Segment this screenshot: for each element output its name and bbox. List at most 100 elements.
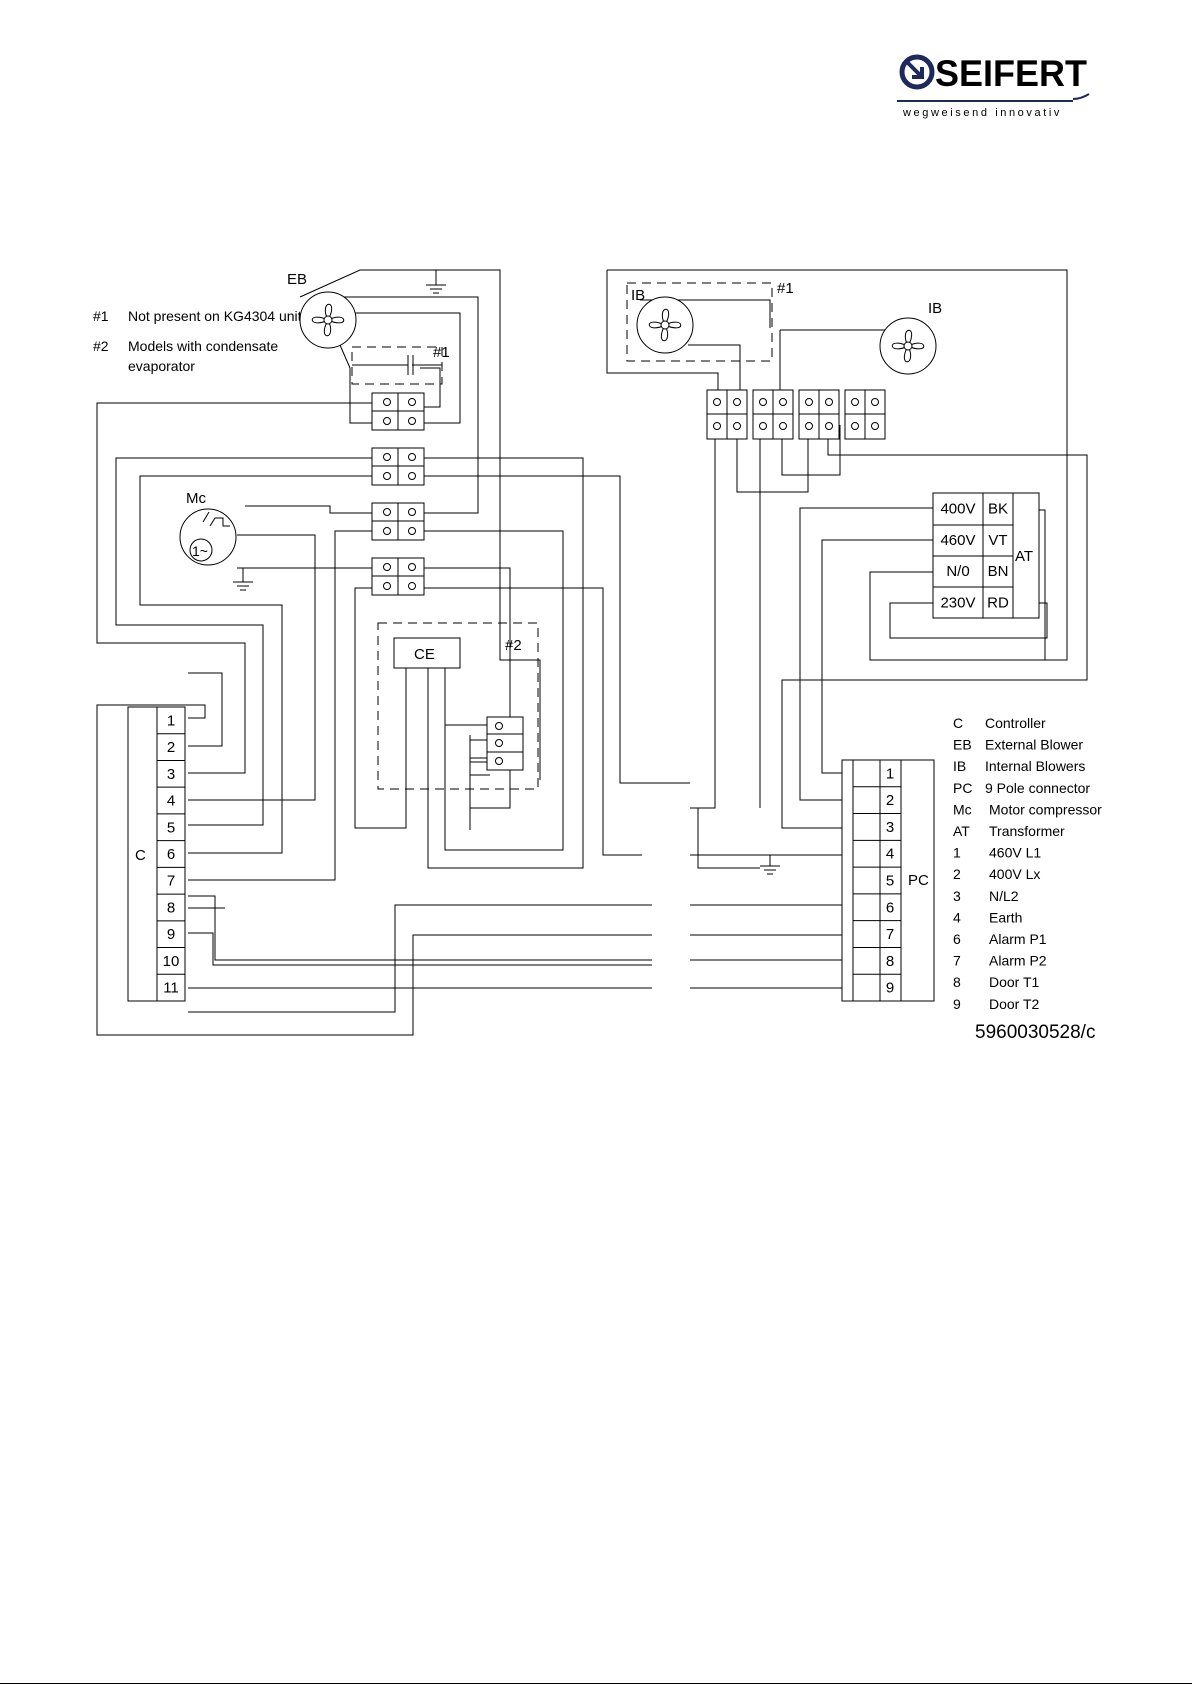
legend-label: N/L2: [989, 888, 1019, 904]
legend-label: Motor compressor: [989, 801, 1102, 817]
legend-key: 3: [953, 888, 961, 904]
pc-terminal-1: 1: [886, 765, 894, 782]
logo-brand: SEIFERT: [935, 53, 1087, 94]
legend-label: Earth: [989, 909, 1022, 925]
pc-terminal-8: 8: [886, 953, 894, 970]
internal-blower-right: IB: [879, 300, 942, 375]
legend-key: Mc: [953, 801, 972, 817]
legend-item: 1 460V L1: [953, 845, 1041, 861]
logo-emblem-icon: [899, 54, 935, 90]
note-2-text: Models with condensate: [128, 338, 278, 354]
legend-label: Alarm P1: [989, 931, 1047, 947]
terminal-block: [706, 389, 748, 440]
legend-item: Mc Motor compressor: [953, 801, 1102, 817]
wires-left: [96, 269, 652, 1036]
legend-key: 7: [953, 953, 961, 969]
legend-item: AT Transformer: [953, 823, 1065, 839]
terminal-block: [371, 557, 425, 596]
ib-right-label: IB: [928, 300, 942, 317]
legend-item: 3 N/L2: [953, 888, 1019, 904]
fan-icon: [891, 329, 925, 363]
note-1-marker: #1: [93, 308, 109, 324]
controller-label: C: [135, 847, 146, 864]
legend-key: C: [953, 715, 963, 731]
notes: #1 Not present on KG4304 unit #2 Models …: [93, 308, 302, 374]
legend-item: 7 Alarm P2: [953, 953, 1047, 969]
condensate-evaporator-group: #2 CE: [377, 622, 539, 790]
controller-terminal-9: 9: [167, 926, 175, 943]
transformer-tap-color: VT: [988, 532, 1007, 549]
footer-rule: [0, 1683, 1192, 1684]
legend-item: 4 Earth: [953, 909, 1022, 925]
controller-terminal-10: 10: [163, 953, 180, 970]
transformer-tap-color: RD: [987, 594, 1009, 611]
legend-label: Transformer: [989, 823, 1065, 839]
terminal-block: [371, 502, 425, 541]
terminal-block: [486, 716, 524, 771]
legend-item: 9 Door T2: [953, 996, 1040, 1012]
terminal-block: [371, 447, 425, 486]
legend-key: EB: [953, 737, 972, 753]
legend-item: EB External Blower: [953, 737, 1083, 753]
pc-terminal-2: 2: [886, 792, 894, 809]
transformer-tap-voltage: 460V: [940, 532, 975, 549]
legend-label: Alarm P2: [989, 953, 1047, 969]
legend-key: 9: [953, 996, 961, 1012]
legend-label: Door T1: [989, 974, 1040, 990]
controller-terminal-5: 5: [167, 819, 175, 836]
legend-label: 460V L1: [989, 845, 1041, 861]
earth-symbol-icon: [233, 580, 253, 591]
marker-1-label: #1: [433, 344, 450, 361]
pc-terminal-7: 7: [886, 926, 894, 943]
earth-symbol-icon: [426, 283, 446, 294]
terminal-block: [798, 389, 840, 440]
legend-item: 8 Door T1: [953, 974, 1040, 990]
mc-symbol: 1~: [192, 543, 208, 559]
legend-key: 4: [953, 909, 961, 925]
legend-key: 2: [953, 866, 961, 882]
legend-key: 8: [953, 974, 961, 990]
seifert-logo: SEIFERT wegweisend innovativ: [895, 50, 1115, 122]
internal-blower-left-group: IB #1: [626, 280, 794, 362]
thermal-protector-icon: [202, 511, 230, 527]
transformer-tap-color: BN: [988, 563, 1009, 580]
transformer-tap-voltage: N/0: [946, 563, 969, 580]
controller-terminal-6: 6: [167, 846, 175, 863]
legend-key: AT: [953, 823, 970, 839]
transformer-label: AT: [1015, 548, 1033, 565]
note-1-text: Not present on KG4304 unit: [128, 308, 302, 324]
legend-label: External Blower: [985, 737, 1083, 753]
capacitor-group: #1: [351, 344, 450, 385]
logo-tagline: wegweisend innovativ: [902, 107, 1062, 119]
mc-label: Mc: [186, 490, 206, 507]
ce-label: CE: [414, 646, 435, 663]
transformer-tap-voltage: 230V: [940, 594, 975, 611]
legend-key: 1: [953, 845, 961, 861]
legend-key: PC: [953, 780, 972, 796]
pc-terminal-5: 5: [886, 873, 894, 890]
external-blower: EB: [287, 271, 357, 349]
legend-label: Internal Blowers: [985, 758, 1085, 774]
legend-label: Door T2: [989, 996, 1040, 1012]
terminal-block: [752, 389, 794, 440]
document-number: 5960030528/c: [975, 1022, 1095, 1043]
controller-terminal-2: 2: [167, 739, 175, 756]
note-2-text-continued: evaporator: [128, 358, 195, 374]
controller-terminal-11: 11: [163, 980, 179, 997]
legend-label: Controller: [985, 715, 1046, 731]
pc-label: PC: [908, 872, 929, 889]
controller-terminal-8: 8: [167, 899, 175, 916]
terminal-block: [371, 392, 425, 431]
terminal-blocks-right: [706, 389, 886, 440]
pc-terminal-9: 9: [886, 980, 894, 997]
wires-right: [606, 269, 1088, 989]
